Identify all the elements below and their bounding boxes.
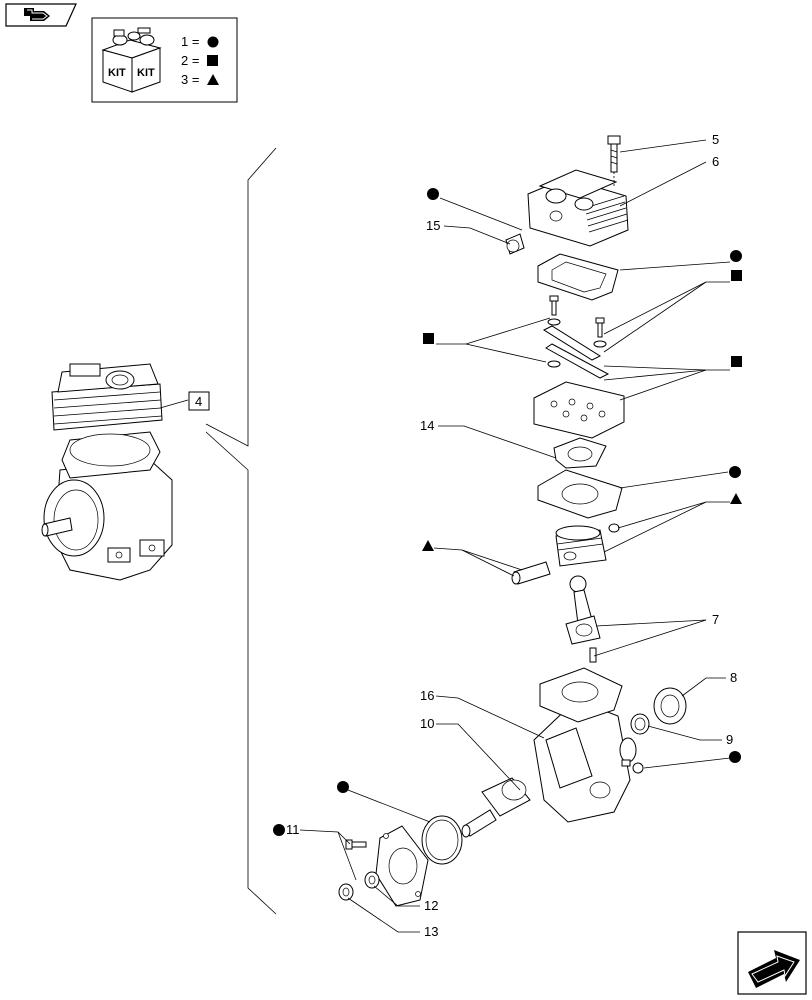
callout-13: 13 <box>424 924 438 939</box>
plate-bolts <box>547 295 607 348</box>
end-cover <box>375 825 429 907</box>
legend-entry-1: 1 = <box>181 34 199 49</box>
small-o-ring <box>632 762 644 774</box>
circle-symbol-icon <box>730 250 742 262</box>
circle-symbol-icon <box>273 824 285 836</box>
kit-label-right: KIT <box>137 67 155 79</box>
cover-screws <box>345 839 367 850</box>
legend-entry-2: 2 = <box>181 53 199 68</box>
forward-arrow-icon <box>748 950 800 988</box>
callout-16: 16 <box>420 688 434 703</box>
next-page-button[interactable] <box>737 931 807 995</box>
callout-8: 8 <box>730 670 737 685</box>
legend-entry-3: 3 = <box>181 72 199 87</box>
callout-9: 9 <box>726 732 733 747</box>
head-bolt <box>607 135 621 186</box>
square-symbol-icon <box>423 333 434 344</box>
assembled-compressor-illustration <box>41 363 173 581</box>
previous-page-button[interactable] <box>5 3 77 27</box>
kit-box-icon: KIT KIT <box>101 27 162 93</box>
assembly-reference-label: 4 <box>195 394 202 409</box>
crankcase <box>533 667 637 823</box>
callout-12: 12 <box>424 898 438 913</box>
piston-circlip <box>608 523 620 533</box>
callout-15: 15 <box>426 218 440 233</box>
triangle-symbol-icon <box>730 493 742 504</box>
callout-5: 5 <box>712 132 719 147</box>
assembly-reference-box <box>188 391 210 411</box>
kit-label-left: KIT <box>108 67 126 79</box>
valve-retainer-plates <box>542 325 610 379</box>
callout-10: 10 <box>420 716 434 731</box>
valve-plate <box>533 381 625 439</box>
callout-11: 11 <box>286 822 300 837</box>
wrist-pin <box>511 561 551 585</box>
cylinder-head <box>527 169 629 247</box>
callout-6: 6 <box>712 154 719 169</box>
piston <box>555 525 607 567</box>
crankshaft <box>461 777 531 838</box>
callout-14: 14 <box>420 418 434 433</box>
leader-lines <box>299 139 731 933</box>
square-symbol-icon <box>207 55 218 66</box>
square-symbol-icon <box>731 270 742 281</box>
triangle-symbol-icon <box>207 74 219 85</box>
square-symbol-icon <box>731 356 742 367</box>
circle-symbol-icon <box>729 751 741 763</box>
kit-legend-box: KIT KIT 1 = 2 = 3 = <box>91 17 238 103</box>
circle-symbol-icon <box>207 36 219 48</box>
kit-symbols <box>273 188 742 836</box>
assembly-bracket-lower <box>205 431 277 915</box>
assembly-bracket <box>205 147 277 447</box>
connecting-rod <box>565 575 601 663</box>
triangle-symbol-icon <box>422 540 434 551</box>
valve-fitting <box>505 233 525 255</box>
circle-symbol-icon <box>427 188 439 200</box>
callout-7: 7 <box>712 612 719 627</box>
back-arrow-icon <box>24 8 50 21</box>
circle-symbol-icon <box>729 466 741 478</box>
circle-symbol-icon <box>337 781 349 793</box>
